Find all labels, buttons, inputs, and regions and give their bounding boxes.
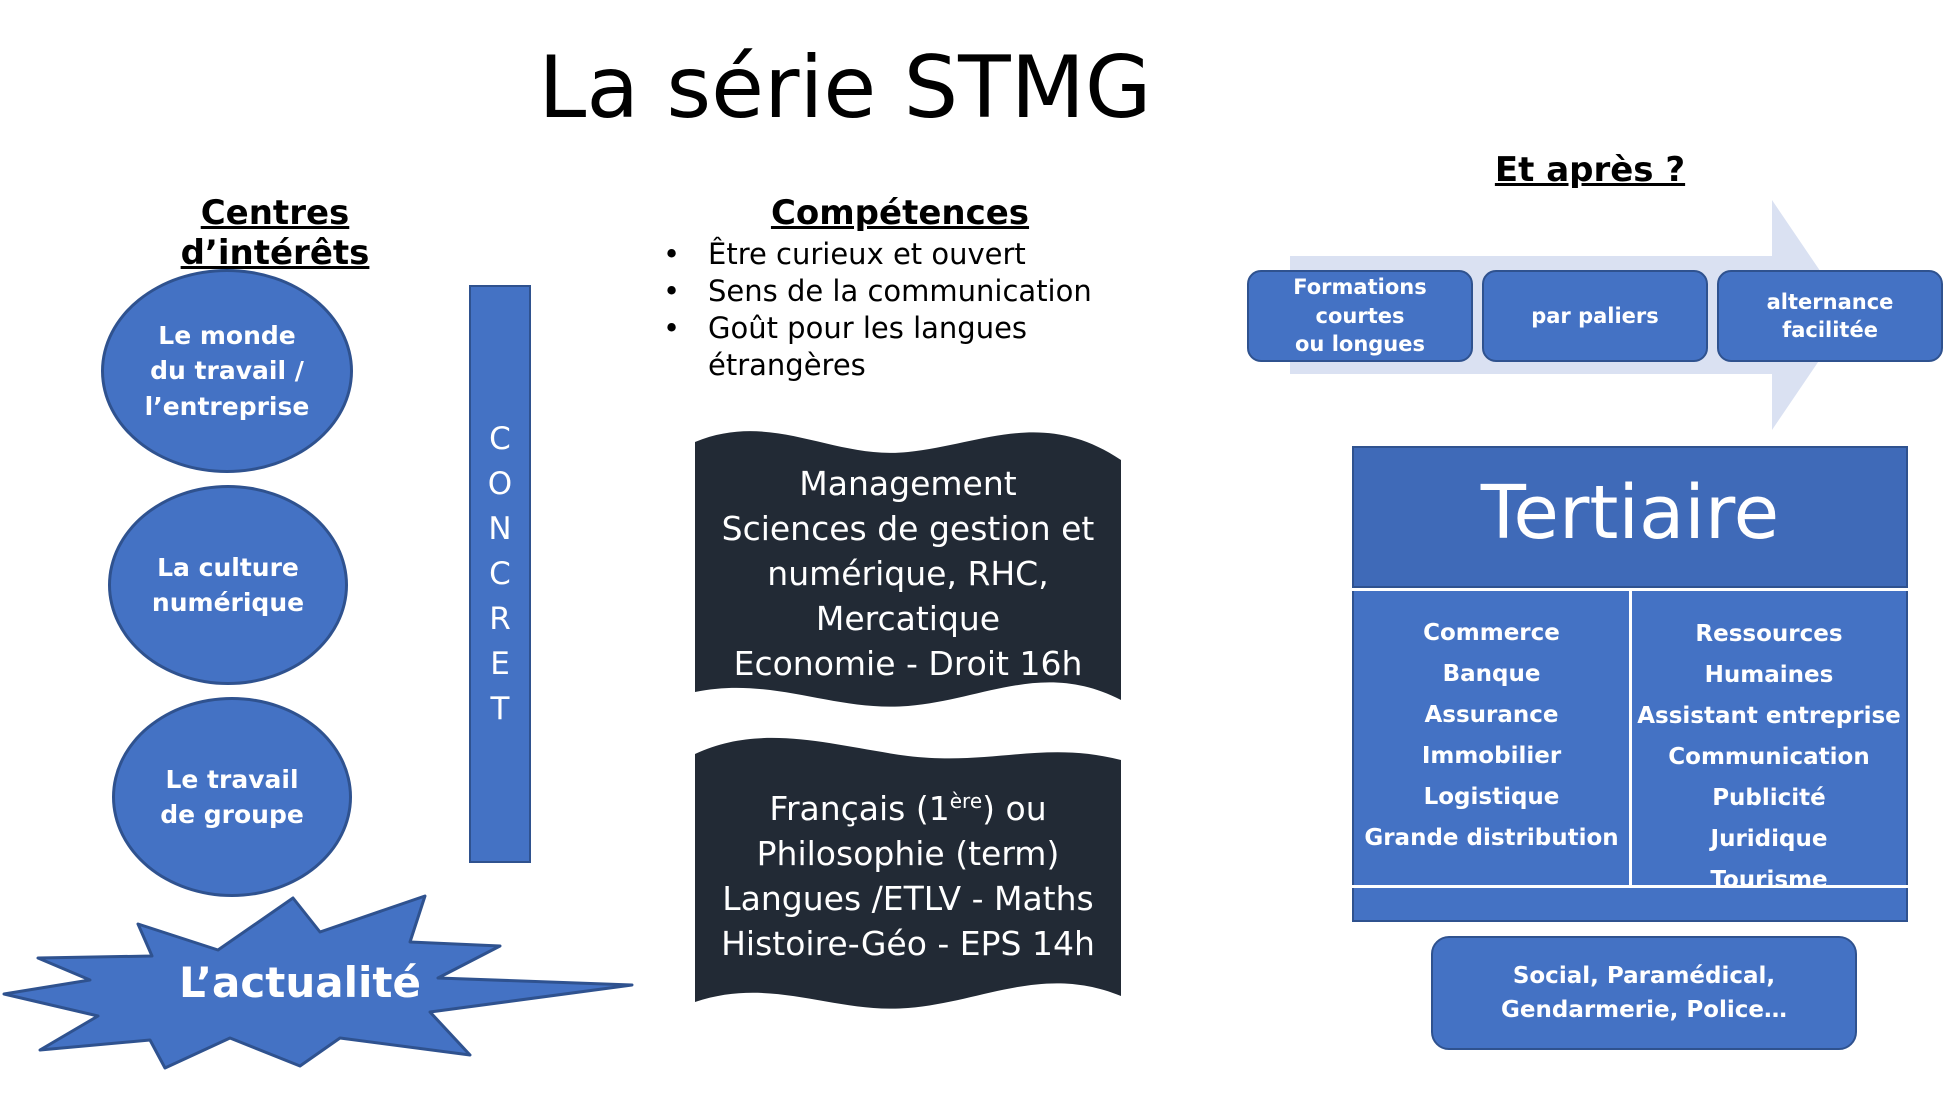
wave-line: Français (1ère) ou bbox=[693, 786, 1123, 831]
sector-item: Banque bbox=[1442, 661, 1541, 687]
heading-et-apres: Et après ? bbox=[1494, 150, 1686, 190]
wave-line: Mercatique bbox=[815, 599, 1001, 638]
page-title: La série STMG bbox=[538, 38, 1152, 138]
concret-bar: C O N C R E T bbox=[469, 285, 531, 863]
sector-item: Immobilier bbox=[1421, 743, 1562, 769]
ellipse-label: Le monde du travail / l’entreprise bbox=[144, 320, 310, 421]
social-box: Social, Paramédical, Gendarmerie, Police… bbox=[1431, 936, 1857, 1050]
sector-item: Logistique bbox=[1423, 784, 1560, 810]
superscript: ère bbox=[949, 789, 983, 813]
arrow-box-formations: Formations courtes ou longues bbox=[1247, 270, 1473, 362]
wave-box-2-text: Français (1ère) ou Philosophie (term) La… bbox=[693, 786, 1123, 966]
wave-line: Langues /ETLV - Maths bbox=[722, 879, 1094, 918]
concret-letter: T bbox=[490, 690, 510, 727]
heading-centres-interets: Centres d’intérêts bbox=[180, 193, 370, 273]
wave-line: Histoire-Géo - EPS 14h bbox=[721, 924, 1095, 963]
starburst-label: L’actualité bbox=[179, 958, 421, 1007]
wave-box-1-text: Management Sciences de gestion et numéri… bbox=[693, 461, 1123, 686]
concret-letter: N bbox=[488, 510, 512, 547]
sector-item: Publicité bbox=[1712, 785, 1826, 811]
bullet-item: Sens de la communication bbox=[660, 273, 1092, 310]
concret-letter: C bbox=[489, 555, 511, 592]
tertiaire-col-left: Commerce Banque Assurance Immobilier Log… bbox=[1354, 613, 1629, 859]
ellipse-label: La culture numérique bbox=[151, 552, 305, 618]
bullet-item: Être curieux et ouvert bbox=[660, 236, 1092, 273]
ellipse-label: Le travail de groupe bbox=[160, 764, 304, 830]
sector-item: Commerce bbox=[1423, 620, 1560, 646]
concret-letter: R bbox=[489, 600, 511, 637]
sector-item: Communication bbox=[1668, 744, 1870, 770]
competences-list: Être curieux et ouvert Sens de la commun… bbox=[660, 236, 1092, 384]
wave-line-part: Français (1 bbox=[769, 789, 950, 828]
sector-item: Tourisme bbox=[1710, 867, 1828, 893]
concret-letter: O bbox=[487, 465, 513, 502]
sector-item: Assurance bbox=[1424, 702, 1559, 728]
sector-item: Ressources Humaines bbox=[1695, 621, 1843, 688]
ellipse-monde-travail: Le monde du travail / l’entreprise bbox=[101, 269, 353, 473]
starburst-shape bbox=[2, 894, 634, 1070]
heading-competences: Compétences bbox=[770, 193, 1030, 233]
tertiaire-divider bbox=[1629, 588, 1632, 888]
tertiaire-title: Tertiaire bbox=[1480, 470, 1780, 556]
ellipse-travail-groupe: Le travail de groupe bbox=[112, 697, 352, 897]
sector-item: Grande distribution bbox=[1364, 825, 1619, 851]
wave-line: Management bbox=[799, 464, 1017, 503]
tertiaire-col-right: Ressources Humaines Assistant entreprise… bbox=[1632, 614, 1906, 901]
wave-line: Economie - Droit 16h bbox=[733, 644, 1083, 683]
wave-box-1-shape bbox=[695, 431, 1121, 707]
wave-line: Philosophie (term) bbox=[756, 834, 1060, 873]
ellipse-culture-numerique: La culture numérique bbox=[108, 485, 348, 685]
concret-letter: C bbox=[489, 420, 511, 457]
sector-item: Juridique bbox=[1710, 826, 1828, 852]
wave-line-part: ) ou bbox=[982, 789, 1047, 828]
arrow-box-alternance: alternance facilitée bbox=[1717, 270, 1943, 362]
concret-letter: E bbox=[490, 645, 510, 682]
sector-item: Assistant entreprise bbox=[1637, 703, 1901, 729]
tertiaire-header bbox=[1352, 446, 1908, 588]
bullet-item: Goût pour les langues étrangères bbox=[660, 310, 1068, 384]
wave-line: Sciences de gestion et bbox=[721, 509, 1095, 548]
arrow-box-paliers: par paliers bbox=[1482, 270, 1708, 362]
wave-line: numérique, RHC, bbox=[767, 554, 1049, 593]
wave-box-2-shape bbox=[695, 737, 1121, 1009]
